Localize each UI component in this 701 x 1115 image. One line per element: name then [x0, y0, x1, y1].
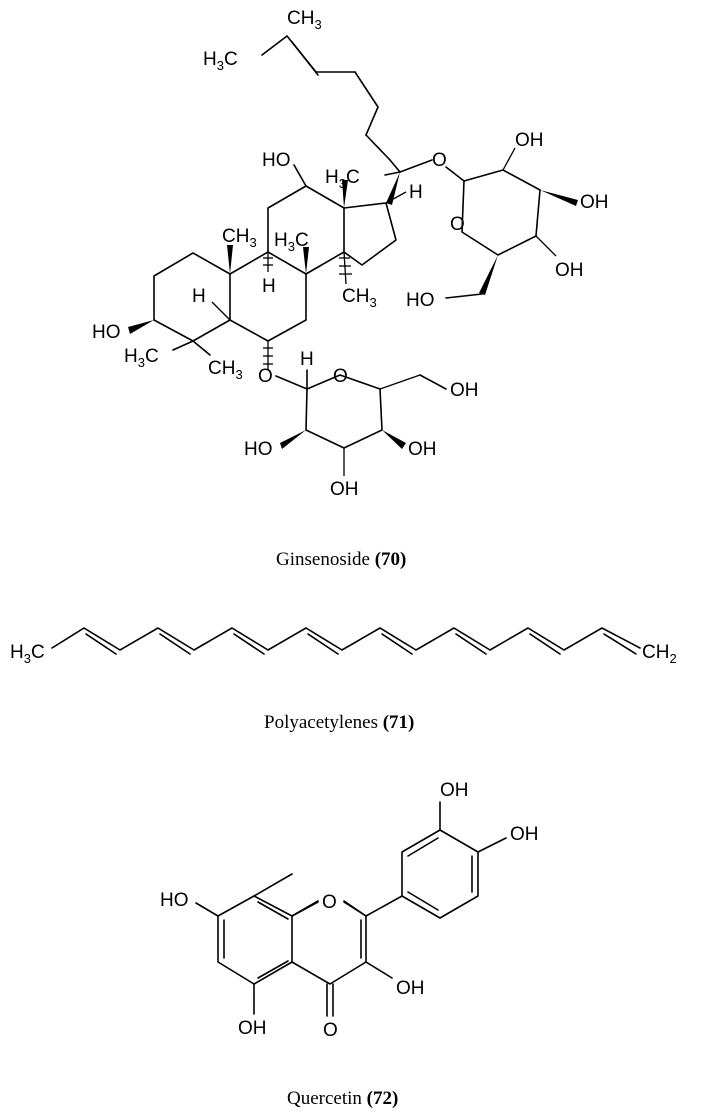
o-6-label: O	[258, 366, 273, 387]
side-chain	[261, 35, 433, 205]
h3c-polyacetylene-label: H3C	[10, 642, 45, 666]
ch3-4-label: CH3	[208, 358, 243, 382]
oh-3-label: OH	[396, 978, 425, 999]
oh-ch2-label: OH	[450, 380, 479, 401]
ginsenoside-structure: CH3 H3C HO H3C O H CH3 H3C H H CH3 HO H3…	[92, 8, 609, 570]
h3c-label: H3C	[203, 49, 238, 73]
ho-ch2-sugar2-label: HO	[406, 290, 435, 311]
o-ring1-label: O	[333, 366, 348, 387]
oh-sugar2-top-label: OH	[515, 130, 544, 151]
oh-sugar1-bottom-label: OH	[330, 479, 359, 500]
h3c-4-label: H3C	[124, 346, 159, 370]
h-17-label: H	[409, 182, 423, 203]
o-ring2-label: O	[450, 214, 465, 235]
oh-sugar1-label: OH	[408, 439, 437, 460]
ch3-label: CH3	[287, 8, 322, 32]
ch2-polyacetylene-label: CH2	[642, 642, 677, 666]
sugar-ring-right	[445, 147, 578, 299]
ginsenoside-caption: Ginsenoside (70)	[276, 549, 406, 570]
o-keto-label: O	[323, 1020, 338, 1041]
quercetin-caption: Quercetin (72)	[287, 1088, 398, 1109]
polyacetylenes-structure: H3C CH2 Polyacetylenes (71)	[10, 627, 677, 733]
h-9-label: H	[262, 276, 276, 297]
ch3-14-label: CH3	[342, 286, 377, 310]
oh-5-label: OH	[238, 1018, 267, 1039]
o-20-label: O	[432, 150, 447, 171]
oh-sugar2-bottom-label: OH	[555, 260, 584, 281]
oh-top-label: OH	[440, 780, 469, 801]
ho-7-label: HO	[160, 890, 189, 911]
steroid-core	[128, 164, 407, 370]
h-5-label: H	[192, 286, 206, 307]
oh-right-label: OH	[510, 824, 539, 845]
ginsenoside-labels: CH3 H3C HO H3C O H CH3 H3C H H CH3 HO H3…	[92, 8, 609, 500]
sugar-ring-bottom	[275, 369, 447, 476]
ho-12-label: HO	[262, 150, 291, 171]
h-anomeric-label: H	[300, 349, 314, 370]
quercetin-structure: OH OH HO O OH OH O Quercetin (72)	[160, 780, 539, 1109]
h3c-8-label: H3C	[274, 230, 309, 254]
ho-sugar1-label: HO	[244, 439, 273, 460]
o-ring-label: O	[322, 892, 337, 913]
ch3-10-label: CH3	[222, 226, 257, 250]
oh-sugar2-right-label: OH	[580, 192, 609, 213]
h3c-20-label: H3C	[325, 167, 360, 191]
ho-3-label: HO	[92, 322, 121, 343]
polyacetylenes-caption: Polyacetylenes (71)	[264, 712, 414, 733]
